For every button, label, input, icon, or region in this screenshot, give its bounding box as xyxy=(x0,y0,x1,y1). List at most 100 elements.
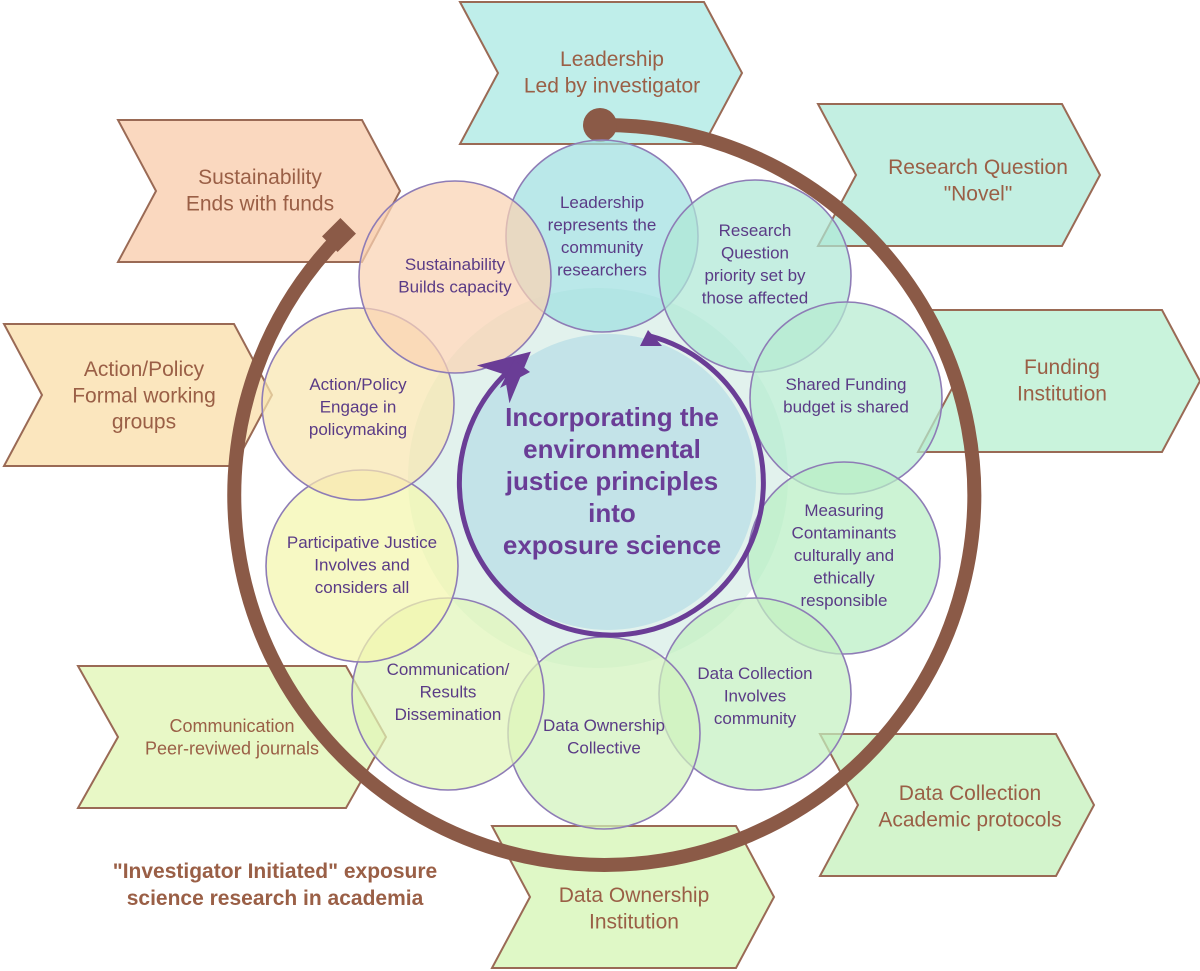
text-line: "Novel" xyxy=(944,182,1013,205)
text-line: Leadership xyxy=(560,48,664,71)
text-line: Results xyxy=(420,683,477,702)
text-line: community xyxy=(714,709,797,728)
text-line: Involves xyxy=(724,687,786,706)
text-line: Shared Funding xyxy=(786,375,907,394)
caption: "Investigator Initiated" exposure science… xyxy=(113,860,438,910)
text-line: groups xyxy=(112,411,176,434)
text-line: Data Ownership xyxy=(543,716,665,735)
ring-start-dot xyxy=(583,108,617,142)
text-line: represents the xyxy=(548,216,657,235)
arrow-communication-shape xyxy=(76,665,388,809)
center-arrow-tail-head xyxy=(640,330,662,346)
text-line: Led by investigator xyxy=(524,74,700,97)
text-line: Action/Policy xyxy=(309,375,407,394)
text-line: Institution xyxy=(589,910,679,933)
text-line: Research xyxy=(719,221,792,240)
text-line: Contaminants xyxy=(792,524,897,543)
arrow-sustainability-shape xyxy=(116,119,402,263)
text-line: those affected xyxy=(702,289,809,308)
text-line: Formal working xyxy=(72,384,216,407)
text-line: priority set by xyxy=(704,266,806,285)
text-line: Leadership xyxy=(560,193,644,212)
text-line: Communication/ xyxy=(387,660,510,679)
circle-sustainability-shape xyxy=(358,180,552,374)
center-cycle-arrow xyxy=(456,333,766,638)
circle-shared-funding: Shared Funding budget is shared xyxy=(749,301,943,495)
text-line: Sustainability xyxy=(405,255,506,274)
arrow-research-question-label: Research Question "Novel" xyxy=(888,156,1068,205)
ring-end-cap xyxy=(322,218,356,252)
text-line: Action/Policy xyxy=(84,358,205,381)
text-line: policymaking xyxy=(309,420,407,439)
text-line: Research Question xyxy=(888,156,1068,179)
circle-leadership-label: Leadership represents the community researc… xyxy=(548,193,657,280)
text-line: Data Ownership xyxy=(559,884,710,907)
text-line: ethically xyxy=(813,569,875,588)
principle-circles: Leadership represents the community researc… xyxy=(261,139,943,830)
investigator-ring xyxy=(227,108,982,872)
text-line: Builds capacity xyxy=(398,278,512,297)
text-line: environmental xyxy=(523,434,701,464)
text-line: budget is shared xyxy=(783,398,909,417)
center-circle xyxy=(460,334,756,630)
text-line: Measuring xyxy=(804,501,883,520)
text-line: researchers xyxy=(557,261,647,280)
text-line: exposure science xyxy=(503,530,721,560)
text-line: Communication xyxy=(169,716,294,736)
text-line: Question xyxy=(721,244,789,263)
text-line: Data Collection xyxy=(697,664,812,683)
circle-measuring-contaminants-shape xyxy=(747,461,941,655)
text-line: Collective xyxy=(567,739,641,758)
text-line: responsible xyxy=(801,591,888,610)
text-line: Funding xyxy=(1024,356,1100,379)
arrow-data-collection-shape xyxy=(818,733,1096,877)
text-line: Sustainability xyxy=(198,166,322,189)
text-line: Institution xyxy=(1017,382,1107,405)
text-line: Dissemination xyxy=(395,705,502,724)
arrow-research-question-shape xyxy=(816,103,1102,247)
text-line: into xyxy=(588,498,636,528)
circle-shared-funding-label: Shared Funding budget is shared xyxy=(783,375,909,417)
text-line: Incorporating the xyxy=(505,402,719,432)
text-line: science research in academia xyxy=(127,887,424,910)
text-line: culturally and xyxy=(794,546,894,565)
text-line: Academic protocols xyxy=(878,808,1061,831)
text-line: Data Collection xyxy=(899,782,1041,805)
arrow-research-question: Research Question "Novel" xyxy=(816,103,1102,247)
text-line: justice principles xyxy=(505,466,718,496)
text-line: Ends with funds xyxy=(186,192,334,215)
text-line: community xyxy=(561,238,644,257)
text-line: Participative Justice xyxy=(287,533,437,552)
text-line: Involves and xyxy=(314,556,409,575)
text-line: Engage in xyxy=(320,398,397,417)
text-line: "Investigator Initiated" exposure xyxy=(113,860,438,883)
